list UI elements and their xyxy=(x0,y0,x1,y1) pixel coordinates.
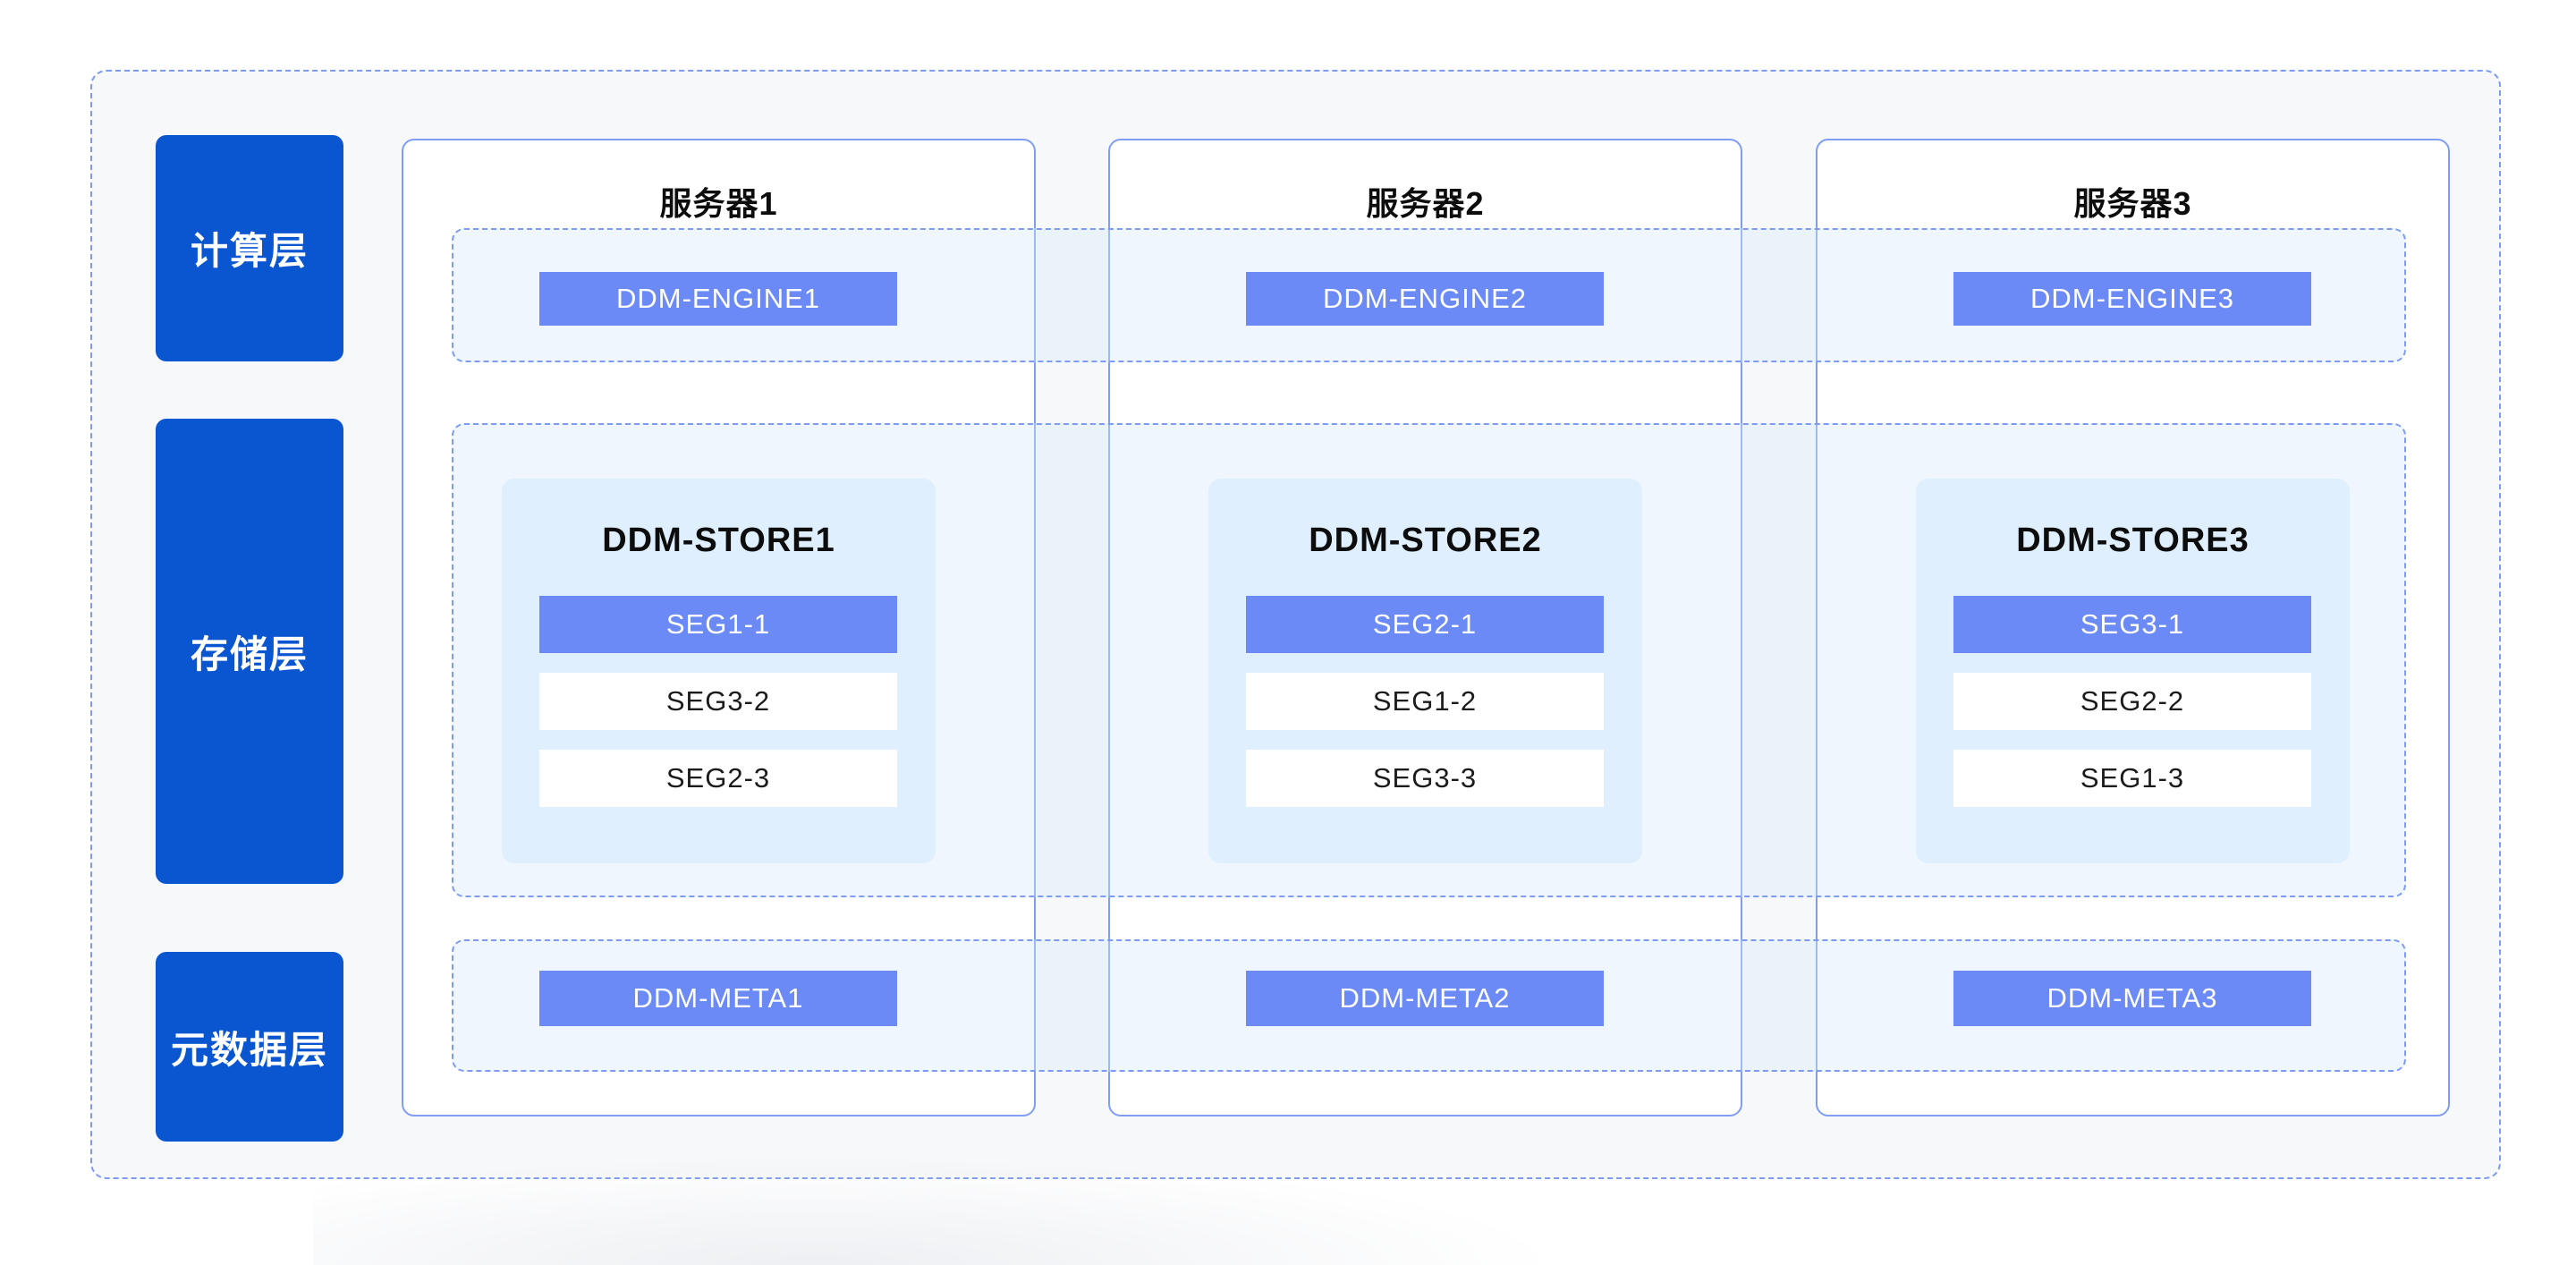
seg-row-1-2: SEG1-2 xyxy=(1246,673,1604,730)
store-1-title: DDM-STORE1 xyxy=(602,522,835,559)
layer-label-compute: 计算层 xyxy=(156,135,343,361)
meta-node-2: DDM-META2 xyxy=(1246,971,1604,1026)
layer-label-metadata-text: 元数据层 xyxy=(170,1028,328,1071)
store-3-title: DDM-STORE3 xyxy=(2016,522,2250,559)
engine-node-1: DDM-ENGINE1 xyxy=(539,272,897,326)
layer-label-metadata: 元数据层 xyxy=(156,952,343,1142)
layer-label-storage: 存储层 xyxy=(156,419,343,884)
layer-label-storage-text: 存储层 xyxy=(190,632,309,675)
seg-row-1-1: SEG1-1 xyxy=(539,596,897,653)
server-1-title: 服务器1 xyxy=(659,185,778,222)
seg-row-2-3: SEG2-3 xyxy=(539,750,897,807)
meta-node-1: DDM-META1 xyxy=(539,971,897,1026)
store-2-title: DDM-STORE2 xyxy=(1309,522,1542,559)
server-2-title: 服务器2 xyxy=(1366,185,1485,222)
store-card-1: DDM-STORE1 SEG1-1 SEG3-2 SEG2-3 xyxy=(502,479,936,863)
meta-node-3: DDM-META3 xyxy=(1953,971,2311,1026)
seg-row-3-2: SEG3-2 xyxy=(539,673,897,730)
seg-row-1-3: SEG1-3 xyxy=(1953,750,2311,807)
seg-row-3-1: SEG3-1 xyxy=(1953,596,2311,653)
engine-node-3: DDM-ENGINE3 xyxy=(1953,272,2311,326)
seg-row-2-2: SEG2-2 xyxy=(1953,673,2311,730)
layer-label-compute-text: 计算层 xyxy=(190,230,309,272)
seg-row-3-3: SEG3-3 xyxy=(1246,750,1604,807)
engine-node-2: DDM-ENGINE2 xyxy=(1246,272,1604,326)
server-3-title: 服务器3 xyxy=(2073,185,2192,222)
store-card-3: DDM-STORE3 SEG3-1 SEG2-2 SEG1-3 xyxy=(1916,479,2350,863)
store-card-2: DDM-STORE2 SEG2-1 SEG1-2 SEG3-3 xyxy=(1208,479,1642,863)
seg-row-2-1: SEG2-1 xyxy=(1246,596,1604,653)
